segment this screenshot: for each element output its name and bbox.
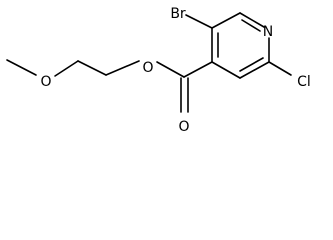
- ring-bond-c3-c2: [211, 12, 241, 29]
- bond-c6-cl: [268, 61, 292, 76]
- ring-bond-c6-c5: [239, 61, 270, 79]
- ring-bond-c2-n: [239, 12, 265, 28]
- ring-bond-c6-c5-inner: [239, 57, 264, 72]
- bond-o-ether-ch2: [54, 60, 79, 77]
- chemical-structure: Br N Cl O O O: [6, 6, 311, 135]
- ring-bond-c5-c4: [211, 61, 241, 79]
- atom-label-ring-nitrogen: N: [263, 24, 273, 40]
- bond-ch2-ch2: [77, 60, 107, 76]
- atom-label-bromine: Br: [170, 6, 186, 22]
- atom-label-ester-oxygen: O: [142, 60, 153, 76]
- bond-ch2-o-ester: [105, 60, 140, 76]
- bond-ch3-o-ether: [6, 59, 37, 76]
- ring-bond-c2-n-inner: [241, 19, 261, 32]
- atom-label-chlorine: Cl: [297, 74, 311, 90]
- bond-o-ester-carbonyl-c: [156, 61, 185, 78]
- atom-label-carbonyl-oxygen: O: [178, 119, 189, 135]
- atom-label-ether-oxygen: O: [40, 74, 51, 90]
- bond-c3-br: [185, 14, 213, 29]
- bond-carbonyl-c-ring: [183, 61, 213, 78]
